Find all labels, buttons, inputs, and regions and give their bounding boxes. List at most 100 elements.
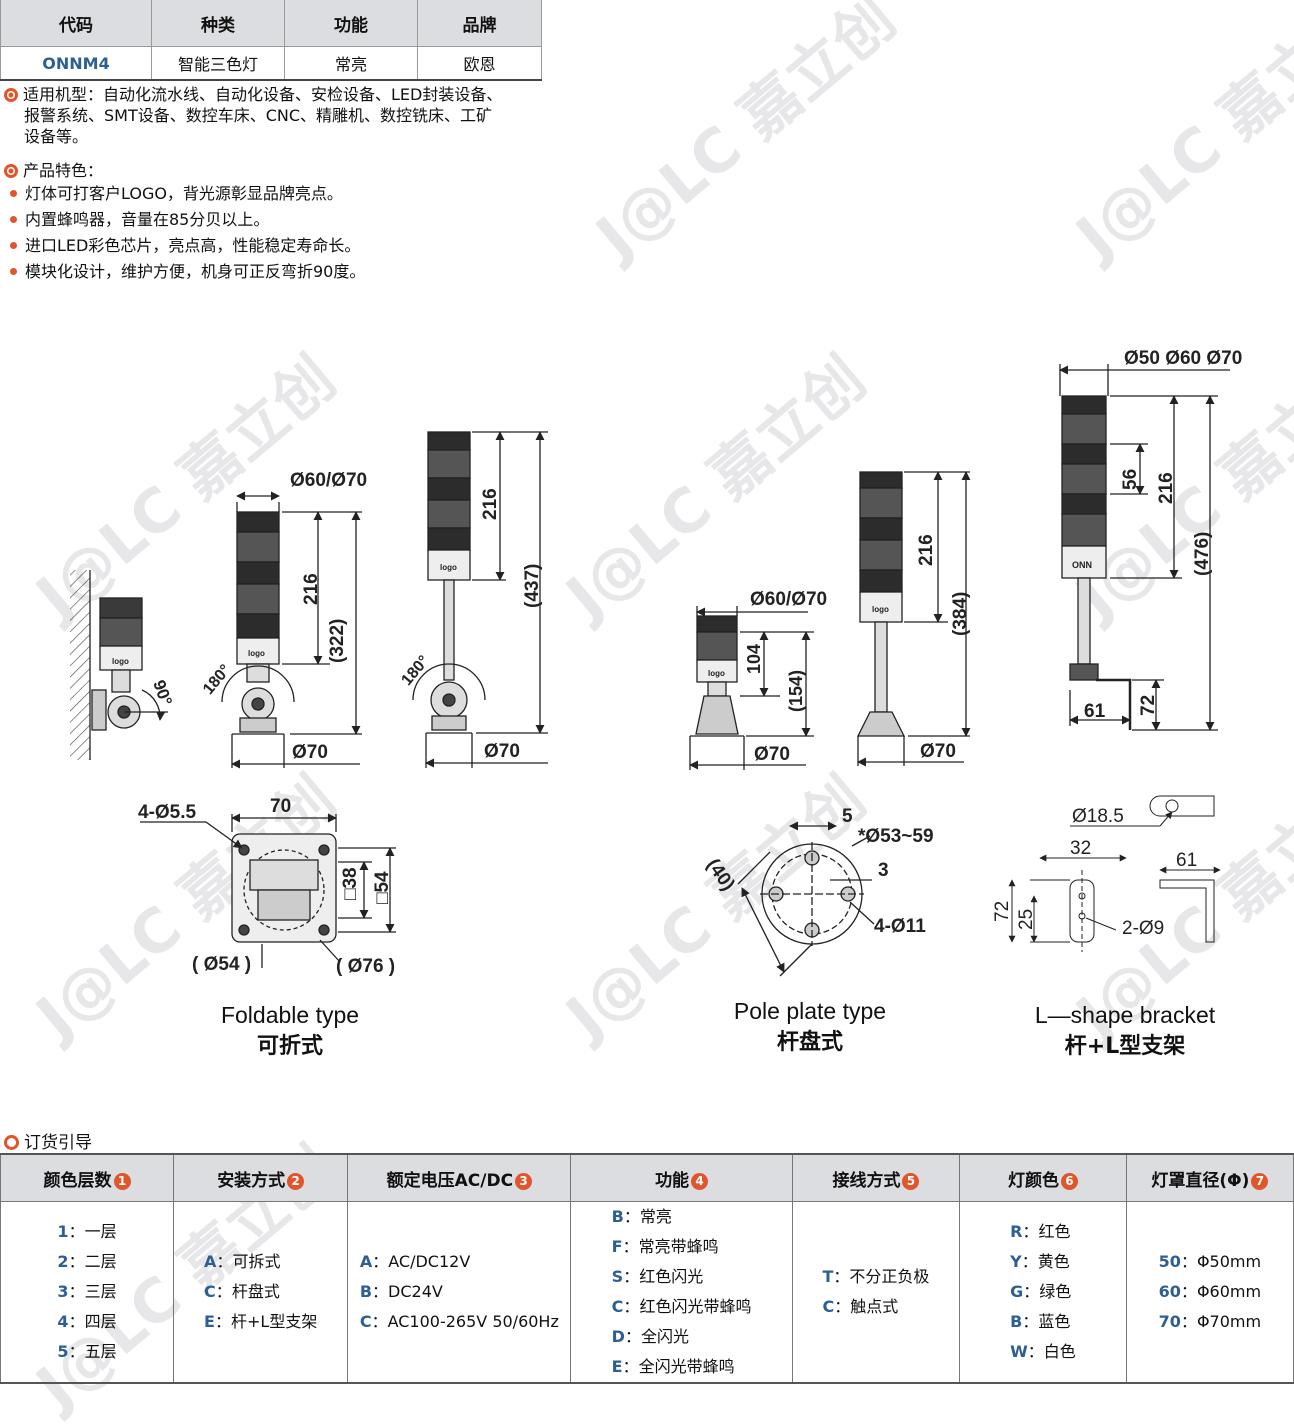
- step-number-badge: 1: [113, 1172, 131, 1190]
- order-option: C：AC100-265V 50/60Hz: [359, 1312, 559, 1331]
- order-option: R：红色: [1010, 1222, 1071, 1241]
- lshape-drawing: Ø50 Ø60 Ø70 ONN 56 216 (476) 61 72: [1059, 348, 1242, 731]
- pole-caption: Pole plate type 杆盘式: [710, 996, 910, 1058]
- option-label: Φ70mm: [1196, 1312, 1262, 1331]
- diameter-60-70: Ø60/Ø70: [290, 470, 367, 491]
- option-code: 3: [57, 1282, 69, 1301]
- order-option: S：红色闪光: [611, 1267, 704, 1286]
- option-code: F: [611, 1237, 623, 1256]
- circle-icon: [4, 1135, 19, 1150]
- option-code: C: [822, 1297, 835, 1316]
- angle-90-label: 90°: [149, 678, 176, 709]
- option-code: C: [611, 1297, 624, 1316]
- step-number-badge: 5: [902, 1172, 920, 1190]
- option-code: B: [1010, 1312, 1023, 1331]
- caption-en: Pole plate type: [733, 998, 887, 1024]
- option-code: 60: [1158, 1282, 1181, 1301]
- height-322: (322): [327, 619, 348, 663]
- option-code: 4: [57, 1312, 69, 1331]
- diameter-54: ( Ø54 ): [192, 954, 251, 975]
- order-option: B：蓝色: [1010, 1312, 1071, 1331]
- option-code: S: [611, 1267, 624, 1286]
- foldable-tall-drawing: logo 180° 216 (437) Ø70: [398, 431, 548, 768]
- caption-zh: 可折式: [256, 1034, 323, 1059]
- width-61: 61: [1176, 850, 1197, 871]
- option-code: C: [359, 1312, 372, 1331]
- order-title-text: 订货引导: [24, 1133, 92, 1153]
- option-label: Φ50mm: [1196, 1252, 1262, 1271]
- logo-text: logo: [708, 669, 725, 678]
- base-70: Ø70: [920, 741, 956, 762]
- option-label: 常亮带蜂鸣: [638, 1237, 719, 1256]
- bullet-icon: [10, 190, 17, 197]
- column-title: 功能: [655, 1170, 690, 1191]
- order-option: C：触点式: [822, 1297, 899, 1316]
- spec-header: 功能: [284, 0, 418, 47]
- step-number-badge: 2: [287, 1172, 305, 1190]
- option-label: 可拆式: [232, 1252, 281, 1271]
- width-61: 61: [1084, 701, 1106, 722]
- option-label: 红色闪光带蜂鸣: [639, 1297, 752, 1316]
- order-option: B：常亮: [611, 1207, 672, 1226]
- bullet-icon: [10, 242, 17, 249]
- pole-base-plan: 5 *Ø53~59 3 4-Ø11 (40): [702, 806, 934, 977]
- option-code: B: [359, 1282, 373, 1301]
- option-code: A: [359, 1252, 373, 1271]
- option-label: 二层: [84, 1252, 117, 1271]
- column-title: 额定电压AC/DC: [386, 1170, 514, 1191]
- order-option: Y：黄色: [1010, 1252, 1070, 1271]
- order-option: C：杆盘式: [204, 1282, 280, 1301]
- column-title: 接线方式: [832, 1170, 901, 1191]
- option-label: 触点式: [850, 1297, 899, 1316]
- option-label: 白色: [1043, 1342, 1076, 1361]
- logo-text: logo: [248, 649, 265, 658]
- height-72: 72: [992, 901, 1013, 922]
- option-label: 四层: [84, 1312, 117, 1331]
- technical-drawings: logo 90° logo 180° Ø60/Ø70 216 (322): [70, 348, 1242, 977]
- height-216: 216: [1156, 472, 1177, 504]
- option-label: 绿色: [1039, 1282, 1072, 1301]
- pole-short-drawing: logo Ø60/Ø70 104 (154) Ø70: [689, 589, 827, 770]
- circle-bullet-icon: [4, 164, 18, 178]
- applicable-line: 自动化流水线、自动化设备、安检设备、LED封装设备、: [103, 85, 503, 104]
- order-option: 60：Φ60mm: [1158, 1282, 1262, 1301]
- step-number-badge: 3: [515, 1172, 533, 1190]
- bullet-icon: [10, 268, 17, 275]
- option-label: 全闪光: [640, 1327, 689, 1346]
- option-code: B: [611, 1207, 624, 1226]
- option-label: 三层: [84, 1282, 117, 1301]
- option-label: 黄色: [1037, 1252, 1070, 1271]
- pole-tall-drawing: logo 216 (384) Ø70: [856, 471, 971, 767]
- foldable-caption: Foldable type 可折式: [190, 1000, 390, 1062]
- height-384: (384): [950, 592, 971, 636]
- lshape-base-plan: Ø18.5 32 72 25 2-Ø9 61: [992, 795, 1221, 952]
- step-number-badge: 4: [691, 1172, 709, 1190]
- square-38: □38: [340, 867, 361, 900]
- caption-en: L—shape bracket: [1034, 1002, 1216, 1028]
- option-code: R: [1010, 1222, 1023, 1241]
- order-option: 2：二层: [57, 1252, 117, 1271]
- option-code: 2: [57, 1252, 69, 1271]
- dim-5: 5: [842, 806, 853, 827]
- option-label: 红色闪光: [639, 1267, 704, 1286]
- order-option: F：常亮带蜂鸣: [611, 1237, 719, 1256]
- feature-item: 进口LED彩色芯片，亮点高，性能稳定寿命长。: [25, 236, 361, 255]
- height-25: 25: [1016, 909, 1037, 930]
- holes-4-11: 4-Ø11: [874, 916, 926, 937]
- option-code: 5: [57, 1342, 69, 1361]
- logo-text: logo: [440, 563, 457, 572]
- option-label: Φ60mm: [1196, 1282, 1262, 1301]
- option-label: 五层: [84, 1342, 117, 1361]
- option-code: 70: [1158, 1312, 1181, 1331]
- caption-en: Foldable type: [220, 1002, 360, 1028]
- height-216: 216: [916, 534, 937, 566]
- features-label: 产品特色：: [23, 161, 104, 180]
- spec-function: 常亮: [284, 46, 418, 81]
- height-72: 72: [1138, 695, 1159, 716]
